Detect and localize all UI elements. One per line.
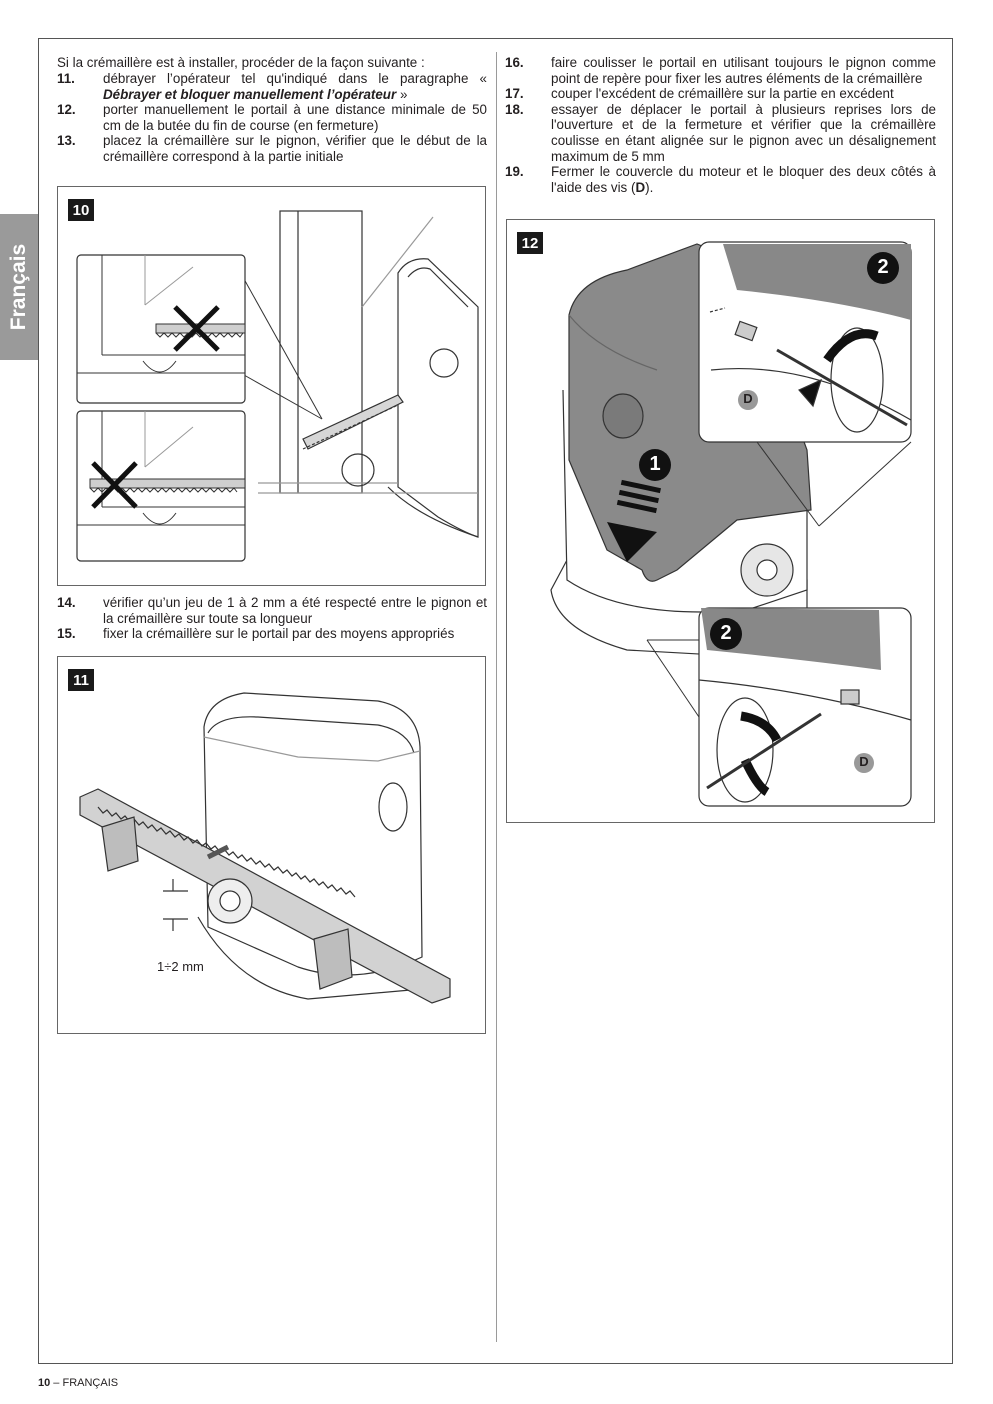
step-text: faire coulisser le portail en utilisant … xyxy=(551,55,936,86)
page-frame xyxy=(38,38,953,1364)
step-number: 18. xyxy=(505,101,524,117)
step-text: fixer la crémaillère sur le portail par … xyxy=(103,626,455,642)
page-number: 10 xyxy=(38,1377,51,1389)
steps-list-right: 16. faire coulisser le portail en utilis… xyxy=(505,55,936,195)
figure-12-illustration xyxy=(550,241,912,807)
intro-text: Si la crémaillère est à installer, procé… xyxy=(57,55,425,70)
step-item: 18. essayer de déplacer le portail à plu… xyxy=(505,102,936,164)
figure-11: 1÷2 mm 11 xyxy=(57,656,486,1034)
figure-11-illustration xyxy=(79,692,451,1004)
language-tab: Français xyxy=(0,214,38,360)
clearance-label: 1÷2 mm xyxy=(157,959,204,974)
step-2-marker-top: 2 xyxy=(877,256,889,278)
screw-reference: D xyxy=(635,179,646,195)
step-number: 19. xyxy=(505,164,524,180)
step-item: 14. vérifier qu’un jeu de 1 à 2 mm a été… xyxy=(57,595,487,626)
step-2-marker-bottom: 2 xyxy=(720,622,732,644)
figure-12: 1 2 2 D D 12 xyxy=(506,219,935,823)
step-text: vérifier qu’un jeu de 1 à 2 mm a été res… xyxy=(103,595,487,626)
figure-12-number: 12 xyxy=(517,232,543,254)
footer-separator: – xyxy=(50,1377,63,1389)
step-number: 12. xyxy=(57,102,76,118)
figure-10-number: 10 xyxy=(68,199,94,221)
step-number: 14. xyxy=(57,595,76,610)
screw-d-label-bottom: D xyxy=(859,754,869,769)
step-item: 17. couper l'excédent de crémaillère sur… xyxy=(505,86,936,102)
step-text: porter manuellement le portail à une dis… xyxy=(103,102,487,133)
screw-d-label-top: D xyxy=(743,391,753,406)
step-item: 13. placez la crémaillère sur le pignon,… xyxy=(57,133,487,164)
step-number: 15. xyxy=(57,626,76,642)
column-divider xyxy=(496,52,497,1342)
figure-11-number: 11 xyxy=(68,669,94,691)
figure-10: 10 xyxy=(57,186,486,586)
step-text: placez la crémaillère sur le pignon, vér… xyxy=(103,133,487,164)
steps-list-left-top: 11. débrayer l’opérateur tel qu'indiqué … xyxy=(57,71,487,165)
step-item: 12. porter manuellement le portail à une… xyxy=(57,102,487,133)
page-footer: 10 – FRANÇAIS xyxy=(38,1377,118,1389)
step-item: 15. fixer la crémaillère sur le portail … xyxy=(57,626,487,642)
step-text: débrayer l’opérateur tel qu'indiqué dans… xyxy=(103,71,487,102)
step-number: 16. xyxy=(505,55,524,70)
step-text: Fermer le couvercle du moteur et le bloq… xyxy=(551,164,936,195)
step-text: couper l'excédent de crémaillère sur la … xyxy=(551,86,894,102)
step-emphasis: Débrayer et bloquer manuellement l’opéra… xyxy=(103,86,397,102)
step-1-marker: 1 xyxy=(649,453,661,475)
step-item: 16. faire coulisser le portail en utilis… xyxy=(505,55,936,86)
step-number: 11. xyxy=(57,71,75,86)
step-item: 19. Fermer le couvercle du moteur et le … xyxy=(505,164,936,195)
steps-list-left-bottom: 14. vérifier qu’un jeu de 1 à 2 mm a été… xyxy=(57,595,487,642)
step-number: 13. xyxy=(57,133,76,149)
footer-language: FRANÇAIS xyxy=(62,1377,119,1389)
step-item: 11. débrayer l’opérateur tel qu'indiqué … xyxy=(57,71,487,102)
step-text: essayer de déplacer le portail à plusieu… xyxy=(551,101,936,164)
step-number: 17. xyxy=(505,86,524,102)
language-tab-label: Français xyxy=(7,243,31,331)
figure-10-illustration xyxy=(76,210,479,562)
